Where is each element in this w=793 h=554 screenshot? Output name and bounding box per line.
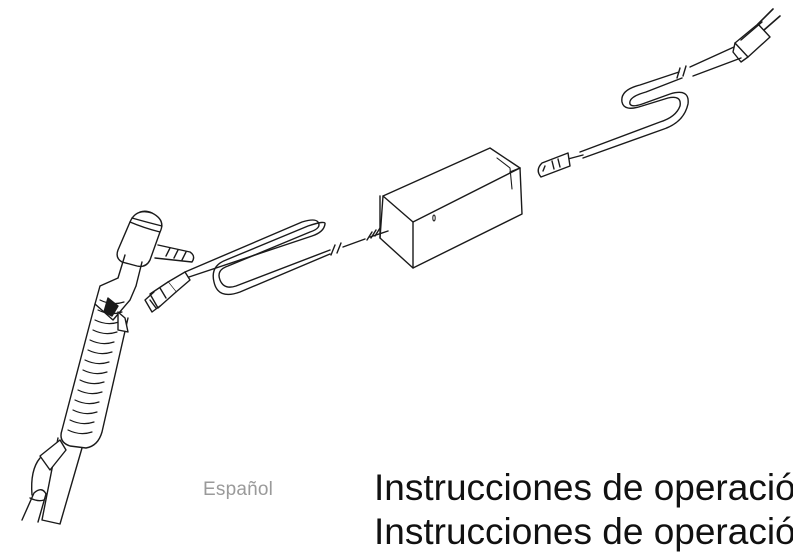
humidifier-tube: [21, 210, 195, 525]
document-title: Instrucciones de operació Instrucciones …: [374, 466, 793, 554]
heater-cable: [184, 219, 389, 296]
wall-plug-icon: [732, 8, 781, 63]
language-label: Español: [203, 479, 274, 500]
power-cord-upper: [579, 46, 742, 159]
document-title-line-2: Instrucciones de operación: [374, 511, 793, 552]
dc-connector-icon: [537, 152, 584, 178]
power-supply-unit: [379, 147, 523, 269]
tube-coil-icon: [67, 299, 125, 435]
document-title-line-1: Instrucciones de operació: [374, 467, 793, 508]
device-illustration: [21, 8, 781, 525]
heater-connector-icon: [144, 271, 191, 313]
